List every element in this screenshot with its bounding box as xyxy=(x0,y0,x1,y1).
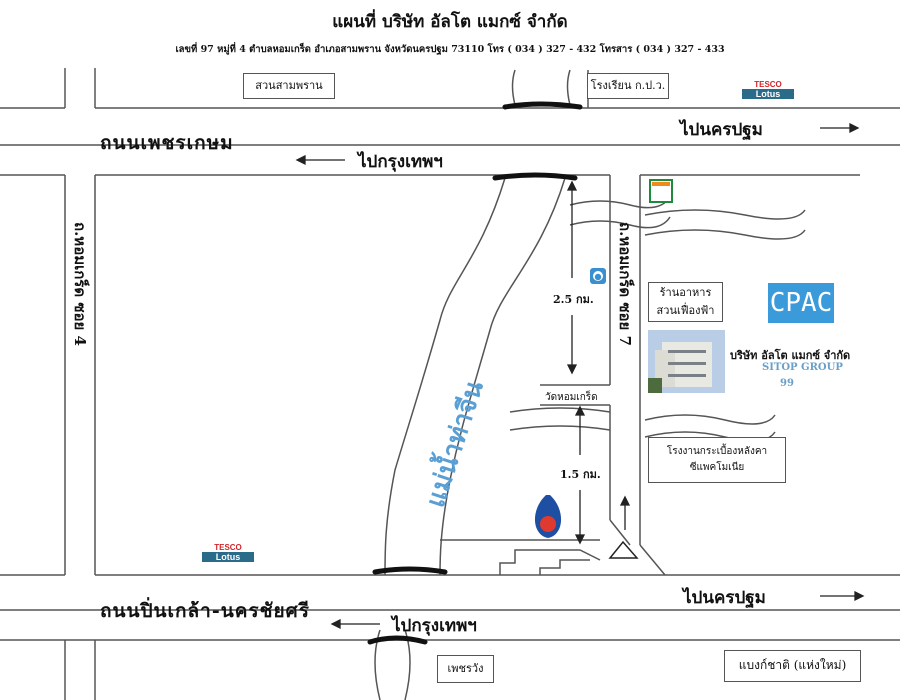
landmark-bank-of-thailand: แบงก์ชาติ (แห่งใหม่) xyxy=(724,650,861,682)
direction-bangkok-bottom: ไปกรุงเทพฯ xyxy=(392,616,477,636)
tesco-lotus-logo-bottom: TESCO Lotus xyxy=(202,543,254,569)
road-soi-7: ถ.หอมเกร็ด ซอย 7 xyxy=(616,222,634,346)
sitop-group-label: SITOP GROUP xyxy=(762,362,843,373)
ptt-gas-station-icon xyxy=(534,495,562,538)
road-soi-4: ถ.หอมเกร็ด ซอย 4 xyxy=(71,222,89,346)
road-pinklao-nakhonchaisri: ถนนปิ่นเกล้า-นครชัยศรี xyxy=(100,600,310,622)
tesco-lotus-logo-top: TESCO Lotus xyxy=(742,80,794,106)
junction-triangle xyxy=(608,540,639,559)
landmark-phetwang: เพชรวัง xyxy=(437,655,494,683)
distance-lower: 1.5 กม. xyxy=(560,468,601,481)
landmark-suan-sampran: สวนสามพราน xyxy=(243,73,335,99)
sitop-group-number: 99 xyxy=(780,378,794,389)
seven-eleven-icon xyxy=(649,179,673,203)
road-phetkasem: ถนนเพชรเกษม xyxy=(100,132,234,154)
cpac-logo: CPAC xyxy=(768,283,834,323)
company-address: เลขที่ 97 หมู่ที่ 4 ตำบลหอมเกร็ด อำเภอสา… xyxy=(175,44,725,55)
landmark-school: โรงเรียน ก.ป.ว. xyxy=(587,73,669,99)
landmark-temple: วัดหอมเกร็ด xyxy=(545,392,598,403)
map-title: แผนที่ บริษัท อัลโต แมกซ์ จำกัด xyxy=(332,12,568,32)
company-building-photo xyxy=(648,330,725,393)
direction-nakhon-pathom-top: ไปนครปฐม xyxy=(680,120,763,140)
distance-upper: 2.5 กม. xyxy=(553,293,594,306)
landmark-cpac-factory: โรงงานกระเบื้องหลังคา ซีแพคโมเนีย xyxy=(648,437,786,483)
landmark-restaurant: ร้านอาหาร สวนเฟื่องฟ้า xyxy=(648,282,723,322)
direction-bangkok-top: ไปกรุงเทพฯ xyxy=(358,152,443,172)
company-name-label: บริษัท อัลโต แมกซ์ จำกัด xyxy=(730,349,851,362)
direction-nakhon-pathom-bottom: ไปนครปฐม xyxy=(683,588,766,608)
